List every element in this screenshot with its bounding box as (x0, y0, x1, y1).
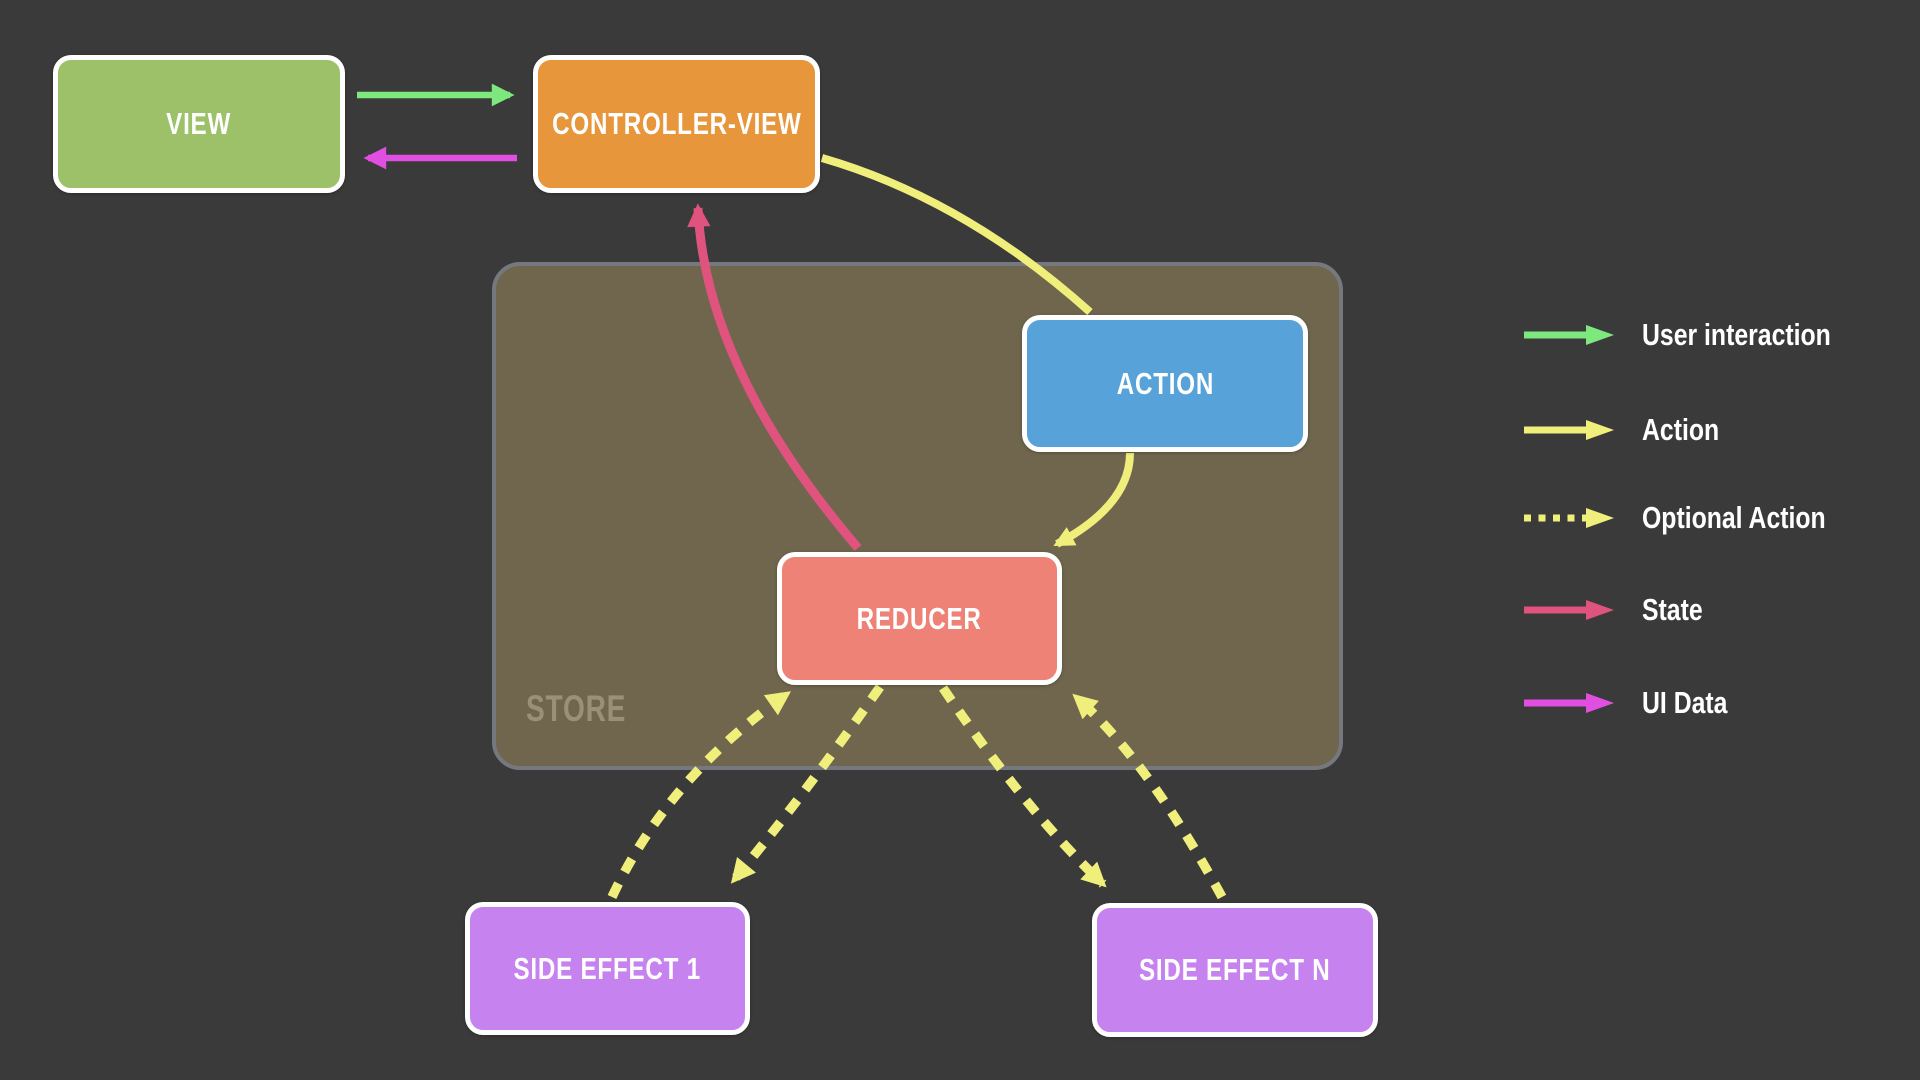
node-view: VIEW (53, 55, 345, 193)
edge-sen-to-reducer-optional (1072, 693, 1227, 900)
node-view-label: VIEW (166, 106, 232, 141)
edge-action-to-reducer (1053, 452, 1134, 548)
edge-reducer-to-se1-optional (730, 684, 884, 884)
node-reducer: REDUCER (777, 552, 1062, 685)
node-side-effect-1: SIDE EFFECT 1 (465, 902, 750, 1035)
edge-se1-to-reducer-optional (607, 690, 792, 900)
store-title: STORE (526, 688, 627, 729)
node-side-effect-n: SIDE EFFECT N (1092, 903, 1378, 1037)
node-reducer-label: REDUCER (856, 600, 983, 636)
node-action-label: ACTION (1116, 365, 1214, 401)
edge-reducer-to-controller-state (687, 203, 862, 551)
node-side-effect-1-label: SIDE EFFECT 1 (513, 950, 702, 986)
edge-reducer-to-sen-optional (939, 685, 1107, 888)
node-action: ACTION (1022, 315, 1308, 452)
node-controller-view-label: CONTROLLER-VIEW (551, 106, 802, 141)
edge-controller-to-action (820, 154, 1093, 315)
node-side-effect-n-label: SIDE EFFECT N (1139, 952, 1331, 987)
node-controller-view: CONTROLLER-VIEW (533, 55, 820, 193)
